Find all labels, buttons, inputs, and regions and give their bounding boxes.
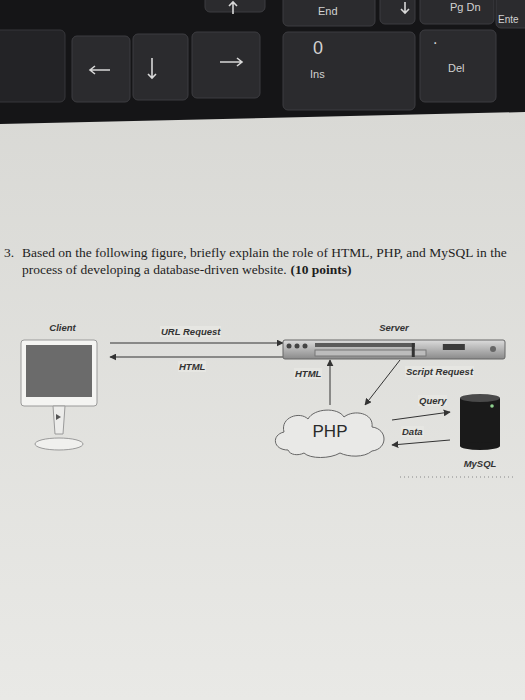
server-light [287, 344, 292, 349]
monitor-base [35, 438, 83, 450]
client-computer-shape [15, 322, 110, 465]
server-bay [315, 350, 426, 356]
monitor-frame [21, 340, 97, 406]
key [420, 30, 496, 102]
server-slot [315, 343, 415, 347]
connector-label: HTML [178, 361, 206, 372]
key [283, 32, 415, 110]
key-label: End [318, 5, 338, 17]
connector [365, 360, 400, 405]
database-bottom [460, 442, 500, 450]
key-label: . [433, 30, 437, 48]
connector-label: Query [418, 395, 447, 406]
cloud-outline [275, 410, 384, 457]
key [380, 0, 415, 24]
database: MySQL [450, 392, 510, 470]
key [192, 32, 260, 98]
connector-label: URL Request [160, 326, 221, 337]
client-computer: Client [15, 322, 110, 465]
node-label: MySQL [464, 458, 497, 471]
server-light [303, 344, 308, 349]
arrow-glyph [90, 66, 110, 74]
server-light [490, 346, 496, 352]
connector [110, 343, 283, 344]
server-rack: Server [283, 322, 505, 360]
connector [110, 357, 283, 358]
connector-label: HTML [294, 368, 322, 379]
key [420, 0, 494, 24]
key [283, 0, 375, 26]
connector-label: Data [401, 426, 424, 437]
key [72, 36, 130, 102]
connector [330, 360, 331, 405]
monitor-screen [26, 345, 92, 397]
question-text: Based on the following figure, briefly e… [22, 244, 522, 278]
node-label: Client [49, 322, 75, 335]
key-label: Ins [310, 68, 325, 80]
database-top [460, 394, 500, 402]
server-divider [412, 343, 415, 357]
server-port [443, 344, 465, 350]
server-light [295, 344, 300, 349]
connector [392, 412, 450, 420]
monitor-mark [56, 414, 61, 420]
node-label: PHP [313, 422, 348, 442]
database-light [490, 404, 494, 408]
points-note: (10 points) [290, 262, 351, 277]
key-label: Ente [498, 14, 519, 25]
server-chassis [283, 340, 505, 359]
arrow-glyph [148, 58, 156, 78]
question-body: Based on the following figure, briefly e… [22, 245, 507, 277]
database-body [460, 398, 500, 446]
arrow-glyph [229, 2, 237, 14]
monitor-stand [53, 406, 65, 434]
question-number: 3. [4, 244, 14, 261]
key [205, 0, 265, 12]
php-cloud: PHP [268, 405, 392, 458]
key [133, 34, 188, 100]
key-label: 0 [313, 38, 323, 59]
dotted-rule [400, 477, 515, 478]
node-label: Server [379, 322, 409, 335]
key [0, 30, 65, 102]
key-label: Del [448, 62, 465, 74]
key [496, 0, 525, 28]
key-label: Pg Dn [450, 1, 481, 13]
arrow-glyph [401, 2, 409, 13]
connector-label: Script Request [405, 366, 474, 377]
arrow-glyph [220, 58, 242, 66]
connector [392, 440, 450, 445]
